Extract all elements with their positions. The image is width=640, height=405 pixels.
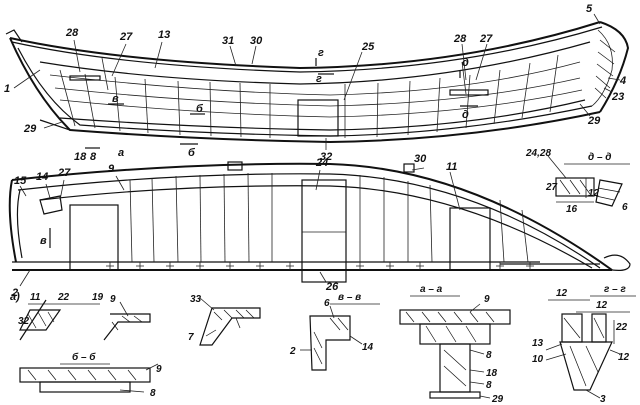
label-a: а <box>118 147 124 159</box>
section-b-b: б – б 9 8 <box>19 351 162 399</box>
label-6-vv: 6 <box>324 298 330 309</box>
label-v: в <box>112 93 119 105</box>
label-3-gg: 3 <box>600 394 606 405</box>
label-27: 27 <box>119 31 133 43</box>
label-d2: д <box>462 109 469 121</box>
section-a-a: а – а 9 8 18 8 29 <box>399 284 511 405</box>
label-29-left: 29 <box>23 123 37 135</box>
label-2: 2 <box>11 287 18 299</box>
label-b: б <box>196 103 204 115</box>
label-13: 13 <box>158 29 170 41</box>
label-32-a: 32 <box>18 316 30 327</box>
label-18: 18 <box>74 151 87 163</box>
section-title-aa: а – а <box>420 284 443 295</box>
label-24-28: 24,28 <box>525 148 551 159</box>
label-a-prefix: а) <box>10 291 20 303</box>
label-11-a: 11 <box>30 292 41 303</box>
label-12-dd: 12 <box>588 188 600 199</box>
label-14: 14 <box>36 171 48 183</box>
top-view: 1 28 27 13 31 30 г г 25 28 27 5 4 23 29 … <box>4 3 630 163</box>
label-9: 9 <box>108 163 115 175</box>
section-d-d: д – д 24,28 27 16 12 6 <box>525 148 630 215</box>
label-25: 25 <box>361 41 375 53</box>
label-29-aa: 29 <box>491 394 504 405</box>
label-22-gg: 22 <box>615 322 628 333</box>
label-16: 16 <box>566 204 578 215</box>
label-14-vv: 14 <box>362 342 374 353</box>
label-26: 26 <box>325 281 339 293</box>
label-1: 1 <box>4 83 10 95</box>
label-30: 30 <box>250 35 263 47</box>
label-19: 19 <box>92 292 104 303</box>
label-9-a: 9 <box>110 294 116 305</box>
label-32: 32 <box>320 151 332 163</box>
label-5: 5 <box>586 3 593 15</box>
section-v-v: в – в 6 2 14 <box>289 292 380 371</box>
label-12-gg-a: 12 <box>556 288 568 299</box>
label-30-side: 30 <box>414 153 427 165</box>
label-23: 23 <box>611 91 624 103</box>
label-2-vv: 2 <box>289 346 296 357</box>
label-v-side: в <box>40 235 47 247</box>
label-9-aa: 9 <box>484 294 490 305</box>
label-22-a: 22 <box>57 292 70 303</box>
section-g-g: г – г 12 12 22 13 10 12 3 <box>532 284 636 405</box>
label-g2: г <box>316 73 322 85</box>
label-8-aa: 8 <box>486 350 492 361</box>
label-33: 33 <box>190 294 202 305</box>
section-title-bb: б – б <box>72 351 96 363</box>
section-title-vv: в – в <box>338 292 361 303</box>
label-27-right: 27 <box>479 33 493 45</box>
label-8b-aa: 8 <box>486 380 492 391</box>
label-g: г <box>318 47 324 59</box>
label-27-dd: 27 <box>545 182 558 193</box>
label-10-gg: 10 <box>532 354 544 365</box>
label-12-gg-c: 12 <box>618 352 630 363</box>
label-27-side: 27 <box>57 167 71 179</box>
label-31: 31 <box>222 35 234 47</box>
label-13-gg: 13 <box>532 338 544 349</box>
label-7: 7 <box>188 332 194 343</box>
label-28: 28 <box>65 27 79 39</box>
label-11: 11 <box>446 161 457 173</box>
label-29-right: 29 <box>587 115 601 127</box>
label-24: 24 <box>315 157 328 169</box>
label-d: д <box>462 57 469 69</box>
label-15: 15 <box>14 175 27 187</box>
section-title-dd: д – д <box>588 152 611 163</box>
label-8: 8 <box>90 151 97 163</box>
side-view: 15 14 27 9 24 30 11 в 2 26 <box>8 153 631 299</box>
section-title-gg: г – г <box>604 284 626 295</box>
label-b2: б <box>188 147 196 159</box>
label-8-bb: 8 <box>150 388 156 399</box>
label-4: 4 <box>619 75 626 87</box>
label-6-dd: 6 <box>622 202 628 213</box>
label-28-right: 28 <box>453 33 467 45</box>
detail-a: а) 11 22 19 32 9 33 7 <box>10 291 261 346</box>
label-12-gg-b: 12 <box>596 300 608 311</box>
label-9-bb: 9 <box>156 364 162 375</box>
label-18-aa: 18 <box>486 368 498 379</box>
